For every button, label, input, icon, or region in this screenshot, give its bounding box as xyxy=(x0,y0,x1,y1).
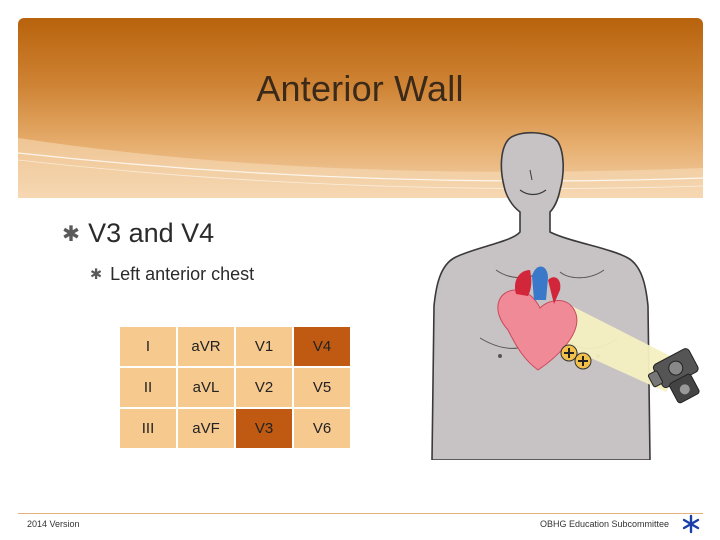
torso-heart-illustration xyxy=(431,131,700,460)
face-nose xyxy=(529,169,533,181)
camera-icon xyxy=(647,348,700,404)
bullet-level2: ✱ Left anterior chest xyxy=(90,264,254,285)
leads-table: I aVR V1 V4 II aVL V2 V5 III aVF V3 V6 xyxy=(118,325,352,450)
clavicle-line xyxy=(559,269,605,279)
leads-row: I aVR V1 V4 xyxy=(118,325,352,368)
title-banner xyxy=(18,18,703,198)
lead-cell-V5: V5 xyxy=(292,366,352,409)
lead-cell-V4: V4 xyxy=(292,325,352,368)
lead-cell-aVF: aVF xyxy=(176,407,236,450)
footer-organization: OBHG Education Subcommittee xyxy=(540,519,670,529)
lead-cell-V6: V6 xyxy=(292,407,352,450)
plus-icon xyxy=(574,352,592,370)
footer-version: 2014 Version xyxy=(27,519,80,529)
heart-icon xyxy=(497,266,578,371)
leads-row: II aVL V2 V5 xyxy=(118,366,352,409)
bullet-asterisk-icon: ✱ xyxy=(90,266,103,283)
face-mouth xyxy=(519,189,547,196)
slide-title: Anterior Wall xyxy=(0,68,720,110)
slide-title-text: Anterior Wall xyxy=(256,68,464,109)
plus-icon xyxy=(560,344,578,362)
nipple xyxy=(498,354,502,358)
lead-cell-I: I xyxy=(118,325,178,368)
bullet-level1-text: V3 and V4 xyxy=(88,218,215,248)
bullet-level2-text: Left anterior chest xyxy=(110,264,255,284)
lead-cell-II: II xyxy=(118,366,178,409)
bullet-asterisk-icon: ✱ xyxy=(62,220,81,246)
footer-divider xyxy=(18,513,703,514)
lead-cell-aVR: aVR xyxy=(176,325,236,368)
leads-row: III aVF V3 V6 xyxy=(118,407,352,450)
bullet-level1: ✱ V3 and V4 xyxy=(62,218,214,249)
footer-asterisk-icon xyxy=(682,514,700,534)
lead-cell-III: III xyxy=(118,407,178,450)
lead-cell-V2: V2 xyxy=(234,366,294,409)
lead-cell-V1: V1 xyxy=(234,325,294,368)
lead-cell-V3: V3 xyxy=(234,407,294,450)
lead-cell-aVL: aVL xyxy=(176,366,236,409)
